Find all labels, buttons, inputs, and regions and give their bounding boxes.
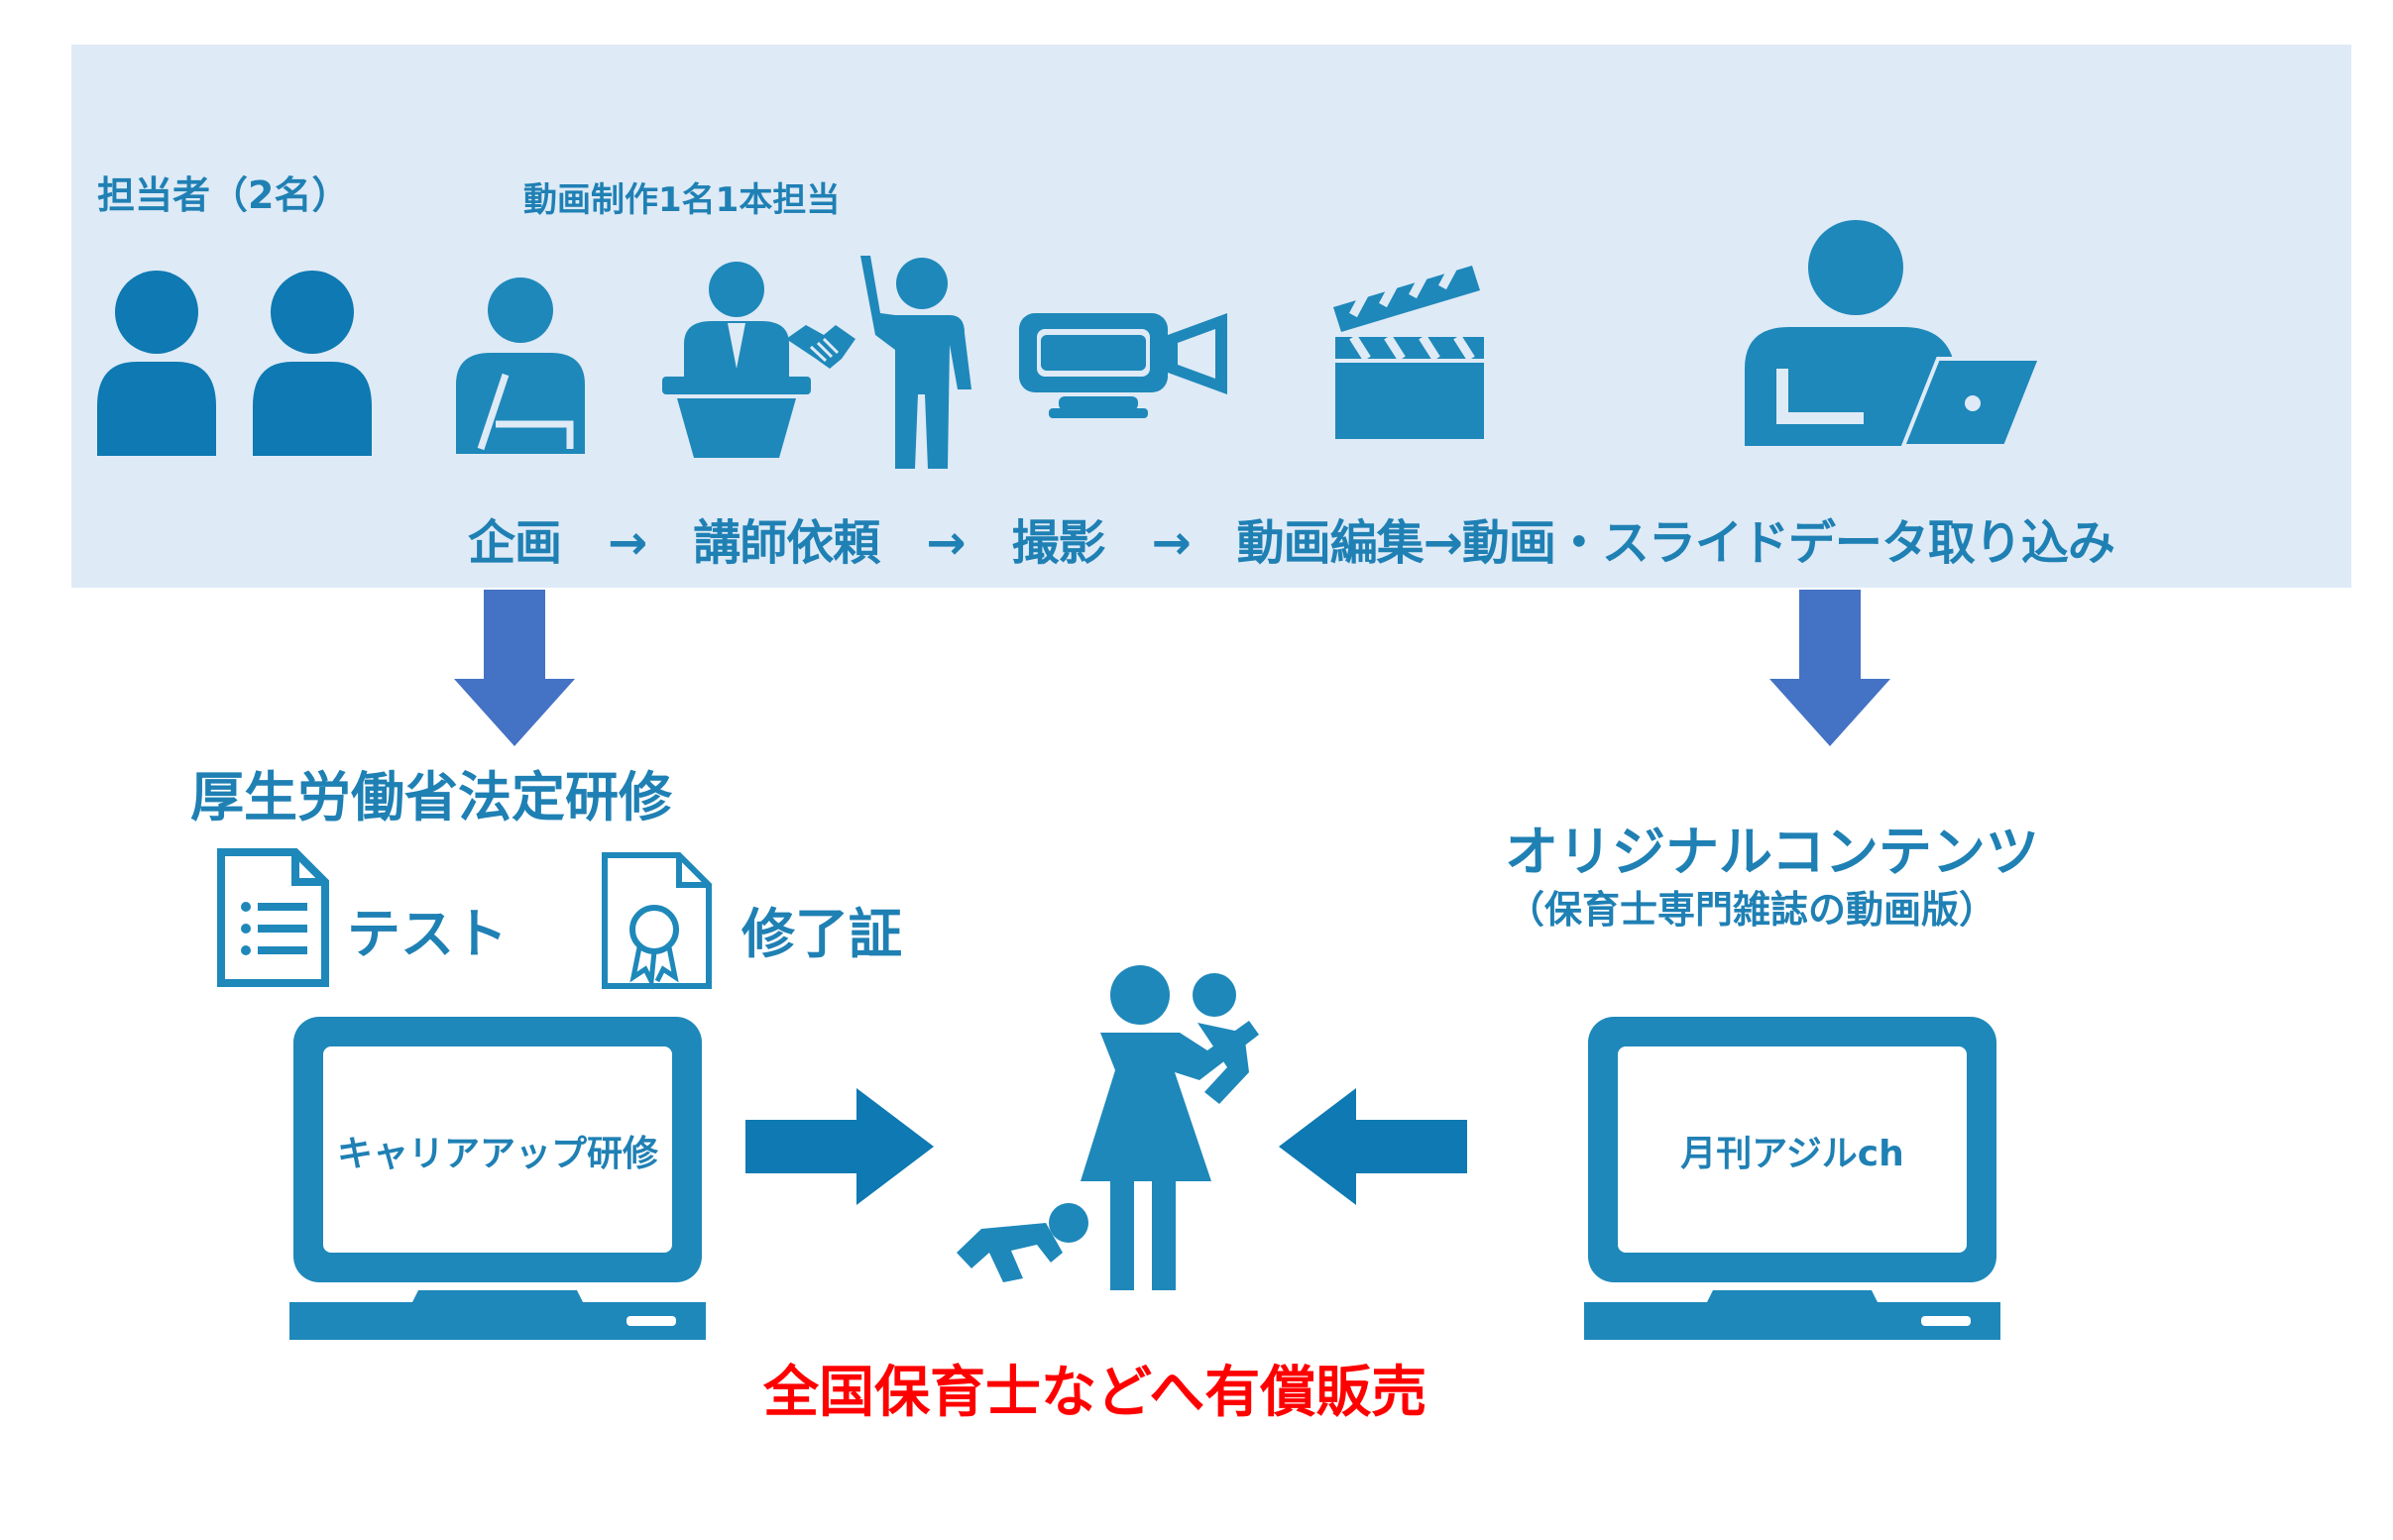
test-document-icon <box>217 848 329 987</box>
parent-child-icon <box>957 965 1259 1290</box>
left-product-title: 厚生労働省法定研修 <box>190 766 672 828</box>
arrow-right <box>745 1088 934 1205</box>
left-screen-label: キャリアアップ研修 <box>336 1134 658 1174</box>
sales-label: 全国保育士などへ有償販売 <box>763 1361 1427 1425</box>
production-note: 動画制作1名1本担当 <box>523 180 841 220</box>
certificate-label: 修了証 <box>741 903 902 965</box>
arrow-down-right <box>1769 590 1890 746</box>
laptop-user-icon <box>1745 220 2043 448</box>
lecturer-podium-icon <box>662 262 811 458</box>
left-monitor-icon <box>289 1017 706 1340</box>
arrow-left <box>1279 1088 1467 1205</box>
workflow-band <box>71 45 2351 588</box>
planner-icon <box>456 277 585 454</box>
right-screen-label: 月刊アジルch <box>1680 1134 1904 1174</box>
arrow-down-left <box>454 590 575 746</box>
right-product-title: オリジナルコンテンツ <box>1505 821 2039 883</box>
right-monitor-icon <box>1584 1017 2000 1340</box>
test-label: テスト <box>347 903 508 965</box>
presenter-icon <box>860 256 971 469</box>
certificate-icon <box>602 852 712 990</box>
clapperboard-icon <box>1333 257 1484 439</box>
staff-label: 担当者（2名） <box>97 173 350 217</box>
workflow-steps: 企画 → 講師依頼 → 撮影 → 動画編集→動画・スライドデータ取り込み <box>468 515 2115 571</box>
video-camera-icon <box>1019 313 1227 418</box>
handshake-icon <box>786 325 855 369</box>
right-product-subtitle: （保育士専門雑誌の動画版） <box>1507 888 1997 932</box>
person-icon <box>253 271 372 456</box>
person-icon <box>97 271 216 456</box>
